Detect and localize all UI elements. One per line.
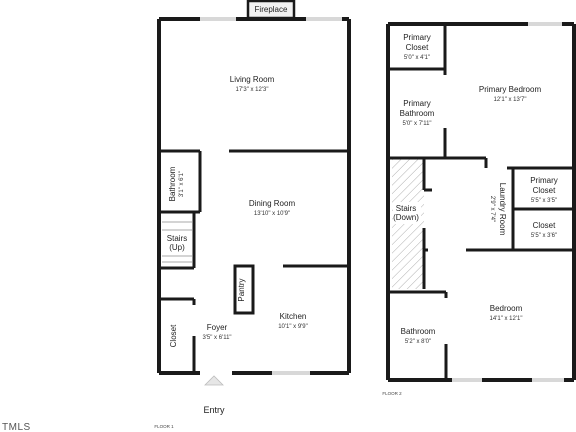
tmls-logo: TMLS — [2, 422, 31, 432]
dining-room-name: Dining Room — [249, 199, 296, 208]
laundry-room-name: Laundry Room — [498, 183, 507, 236]
f1-bathroom-dims: 3'1" x 6'1" — [179, 171, 185, 197]
primary-closet-right-line1: Primary — [530, 176, 558, 185]
pantry-box — [233, 264, 255, 315]
stairs-up-label-bg — [162, 232, 192, 254]
floor2-windows — [452, 22, 564, 382]
primary-closet-top-line2: Closet — [406, 43, 429, 52]
bedroom-name: Bedroom — [490, 304, 523, 313]
floor1-label: FLOOR 1 — [154, 424, 174, 429]
dining-room-dims: 13'10" x 10'9" — [254, 211, 290, 217]
stairs-up-treads — [162, 221, 192, 263]
floor1-windows — [200, 17, 342, 375]
primary-bedroom-dims: 12'1" x 13'7" — [494, 97, 527, 103]
primary-bathroom-line2: Bathroom — [400, 109, 435, 118]
primary-bedroom-name: Primary Bedroom — [479, 85, 542, 94]
kitchen-dims: 10'1" x 9'9" — [278, 324, 308, 330]
living-room-name: Living Room — [230, 75, 275, 84]
primary-closet-right-line2: Closet — [533, 186, 556, 195]
floor1: Fireplace Pantry Living Room 17'3" x — [154, 0, 351, 429]
stairs-up-line1: Stairs — [167, 234, 187, 243]
floor1-interior-walls — [159, 149, 349, 373]
stairs-down-line2: (Down) — [393, 213, 419, 222]
stairs-down-label-bg — [393, 202, 421, 224]
primary-bathroom-dims: 5'0" x 7'11" — [402, 121, 431, 127]
entry-arrow-icon — [204, 375, 224, 386]
f2-closet-name: Closet — [533, 221, 556, 230]
fireplace-label: Fireplace — [255, 5, 288, 14]
primary-closet-top-line1: Primary — [403, 33, 431, 42]
bedroom-dims: 14'1" x 12'1" — [490, 316, 523, 322]
kitchen-name: Kitchen — [280, 312, 307, 321]
laundry-room-dims: 2'9" x 7'4" — [489, 196, 495, 222]
stairs-down-line1: Stairs — [396, 204, 416, 213]
living-room-dims: 17'3" x 12'3" — [236, 87, 269, 93]
f2-bathroom-dims: 5'2" x 8'0" — [405, 339, 431, 345]
floor2-interior-walls — [388, 24, 574, 380]
floor1-window-lines — [200, 17, 342, 375]
f1-closet-name: Closet — [169, 324, 178, 347]
floor2-window-lines — [452, 22, 564, 382]
primary-bathroom-line1: Primary — [403, 99, 431, 108]
primary-closet-top-dims: 5'0" x 4'1" — [404, 55, 430, 61]
floor2-label: FLOOR 2 — [382, 391, 402, 396]
foyer-name: Foyer — [207, 323, 228, 332]
pantry-label: Pantry — [237, 278, 246, 301]
primary-closet-right-dims: 5'5" x 3'5" — [531, 198, 557, 204]
floor1-walls — [157, 17, 351, 375]
foyer-dims: 3'5" x 6'11" — [202, 335, 231, 341]
f2-bathroom-name: Bathroom — [401, 327, 436, 336]
entry-label: Entry — [203, 405, 225, 415]
f1-bathroom-name: Bathroom — [168, 166, 177, 201]
floor2: Primary Closet 5'0" x 4'1" Primary Bedro… — [382, 22, 576, 396]
stairs-up-line2: (Up) — [169, 243, 185, 252]
f2-closet-dims: 5'5" x 3'6" — [531, 233, 557, 239]
fireplace-box — [246, 0, 296, 20]
